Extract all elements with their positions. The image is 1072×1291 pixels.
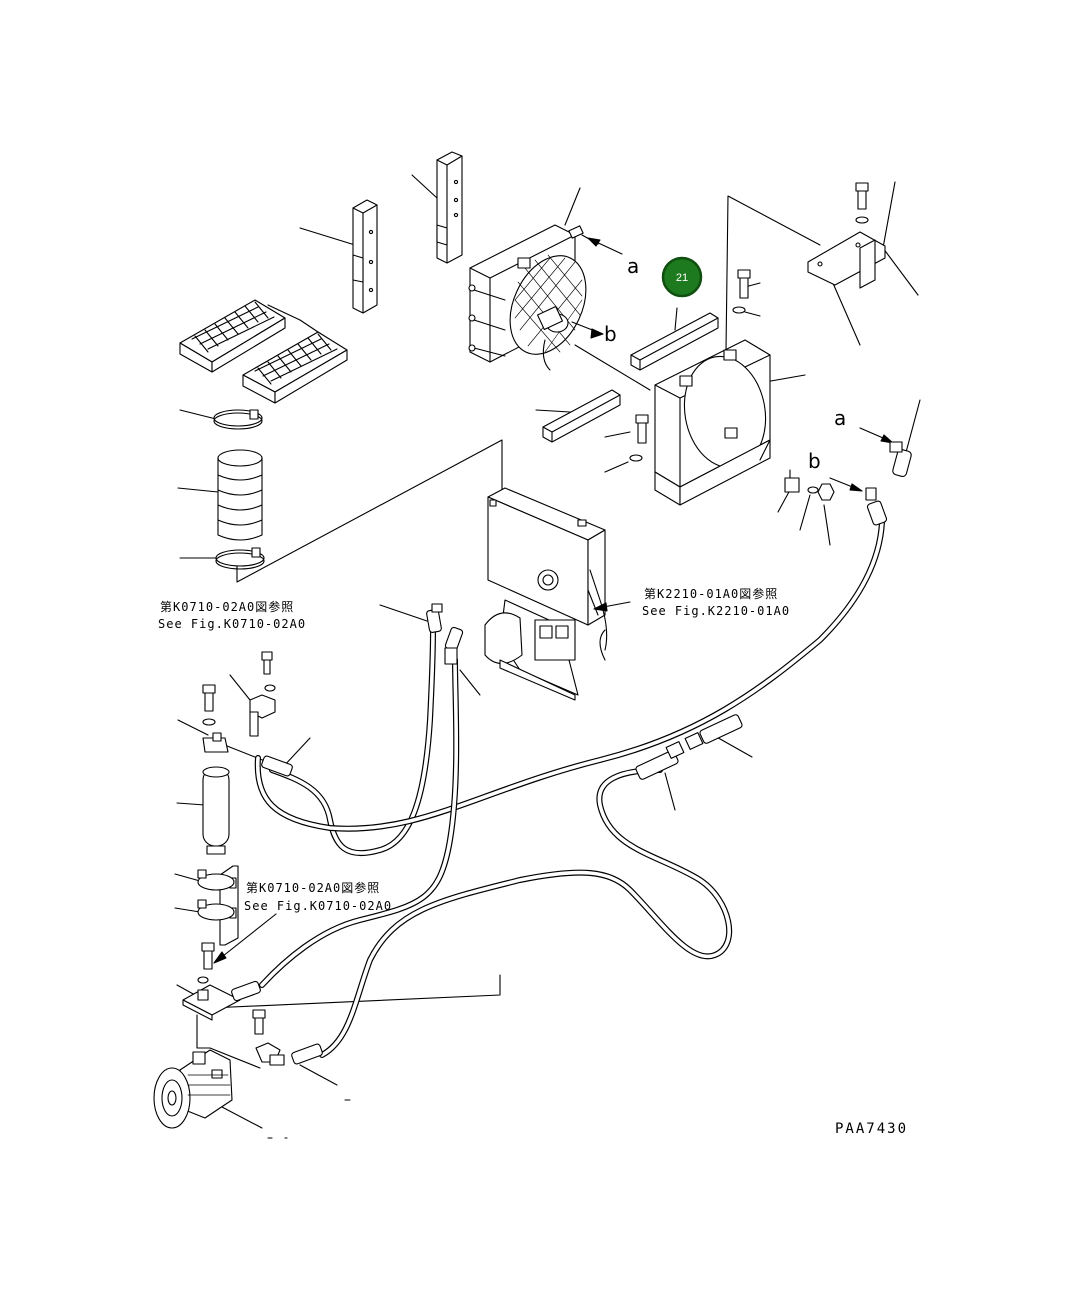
label-b-top: b xyxy=(604,322,617,346)
fan-assembly xyxy=(468,224,587,371)
nut-right xyxy=(817,483,835,501)
bolt-receiver xyxy=(202,684,216,712)
bolt-bracket-top xyxy=(855,182,869,210)
label-b-right: b xyxy=(808,449,821,473)
arrow-k0710-mid xyxy=(213,913,277,964)
arrow-a-top xyxy=(587,237,623,255)
hose-clamp-bottom xyxy=(215,547,265,570)
ac-compressor xyxy=(153,1049,233,1129)
washer-frame-left xyxy=(629,454,643,462)
fitting-top-left xyxy=(261,651,273,675)
ref-k2210-en: See Fig.K2210-01A0 xyxy=(642,604,790,618)
washer-bracket-top xyxy=(855,216,869,224)
seal-bar-lower xyxy=(542,389,621,443)
vertical-bracket-left xyxy=(352,199,378,314)
ref-k0710-top-jp: 第K0710-02A0図参照 xyxy=(160,599,294,614)
bracket-clamp-set xyxy=(197,865,239,946)
label-a-top: a xyxy=(627,254,639,278)
bolt-compressor xyxy=(252,1009,266,1035)
callout-21-number: 21 xyxy=(676,272,688,284)
bolt-clamp xyxy=(201,942,215,970)
drawing-code: PAA7430 xyxy=(835,1121,908,1137)
relay-small xyxy=(784,469,800,493)
callout-21[interactable]: 21 xyxy=(661,256,703,331)
arrow-k2210 xyxy=(593,601,631,612)
air-filter-left xyxy=(179,299,286,373)
hvac-unit xyxy=(484,487,608,701)
ref-k0710-mid-jp: 第K0710-02A0図参照 xyxy=(246,880,380,895)
bolt-frame-left xyxy=(635,414,649,444)
callout-21-circle[interactable] xyxy=(661,256,703,298)
condenser-frame xyxy=(654,339,771,506)
air-filter-right xyxy=(242,331,348,404)
fitting-receiver-inlet xyxy=(249,694,276,737)
hose-fittings xyxy=(231,441,912,1066)
arrow-a-right xyxy=(859,427,894,444)
vertical-bracket-right xyxy=(436,151,463,264)
top-right-bracket xyxy=(807,231,886,289)
ref-k0710-top-en: See Fig.K0710-02A0 xyxy=(158,617,306,631)
washer-frame-top xyxy=(732,306,746,314)
arrow-b-right xyxy=(829,477,863,492)
seal-bar-upper xyxy=(630,312,719,371)
washer-fitting-top xyxy=(264,684,276,692)
washer-receiver xyxy=(202,718,216,726)
refrigerant-hoses xyxy=(254,519,885,1058)
ref-k0710-mid-en: See Fig.K0710-02A0 xyxy=(244,899,392,913)
ref-k2210-jp: 第K2210-01A0図参照 xyxy=(644,586,778,601)
hose-clamp-top xyxy=(213,409,263,430)
bolt-frame-top xyxy=(737,269,751,299)
label-a-right: a xyxy=(834,406,846,430)
receiver-bracket xyxy=(202,732,229,753)
rubber-duct xyxy=(217,449,263,541)
compressor-bracket xyxy=(182,976,241,1021)
washer-right xyxy=(807,486,819,494)
arrow-b-top xyxy=(571,321,604,339)
receiver-drier xyxy=(202,766,230,855)
